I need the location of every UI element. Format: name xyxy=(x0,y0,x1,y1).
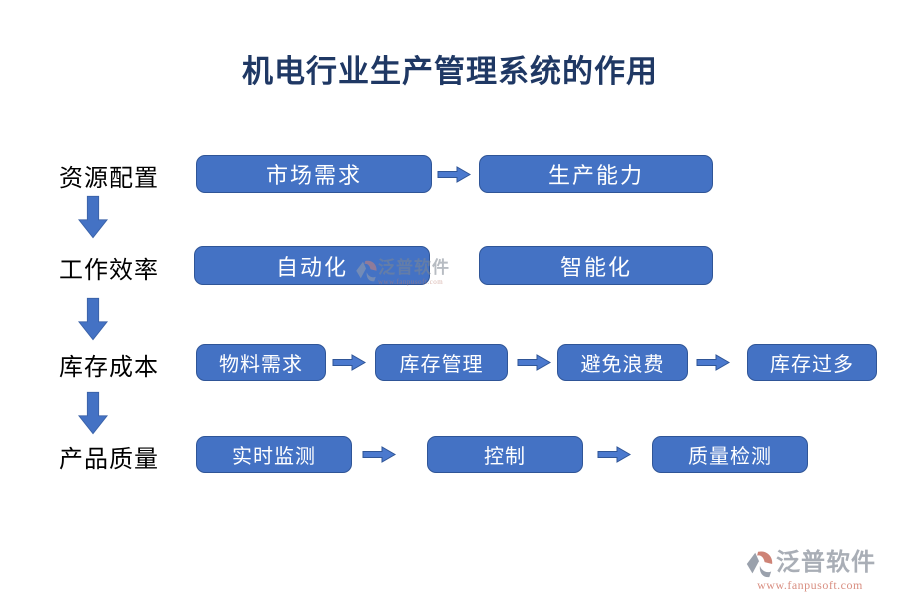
page-title: 机电行业生产管理系统的作用 xyxy=(242,54,658,89)
node-intelligence: 智能化 xyxy=(479,246,713,285)
down-arrow-icon xyxy=(78,297,108,341)
node-material-demand: 物料需求 xyxy=(196,344,326,381)
down-arrow-icon xyxy=(78,195,108,239)
down-arrow-icon xyxy=(78,391,108,435)
node-automation: 自动化 xyxy=(194,246,430,285)
node-quality-inspection: 质量检测 xyxy=(652,436,808,473)
row-label-work-efficiency: 工作效率 xyxy=(59,258,159,284)
right-arrow-icon xyxy=(332,354,366,371)
right-arrow-icon xyxy=(597,446,631,463)
node-excess-inventory: 库存过多 xyxy=(747,344,877,381)
right-arrow-icon xyxy=(517,354,551,371)
fanpu-logo-icon xyxy=(746,551,773,578)
node-market-demand: 市场需求 xyxy=(196,155,432,193)
row-label-inventory-cost: 库存成本 xyxy=(59,355,159,381)
bottom-watermark: 泛普软件 www.fanpusoft.com xyxy=(744,548,876,593)
row-label-product-quality: 产品质量 xyxy=(59,447,159,473)
right-arrow-icon xyxy=(696,354,730,371)
row-label-resource-allocation: 资源配置 xyxy=(59,166,159,192)
right-arrow-icon xyxy=(437,166,471,183)
node-inventory-management: 库存管理 xyxy=(375,344,508,381)
node-avoid-waste: 避免浪费 xyxy=(557,344,688,381)
bottom-watermark-brand: 泛普软件 xyxy=(776,550,876,576)
bottom-watermark-url: www.fanpusoft.com xyxy=(757,578,863,592)
right-arrow-icon xyxy=(362,446,396,463)
node-control: 控制 xyxy=(427,436,583,473)
node-production-capacity: 生产能力 xyxy=(479,155,713,193)
node-realtime-monitoring: 实时监测 xyxy=(196,436,352,473)
